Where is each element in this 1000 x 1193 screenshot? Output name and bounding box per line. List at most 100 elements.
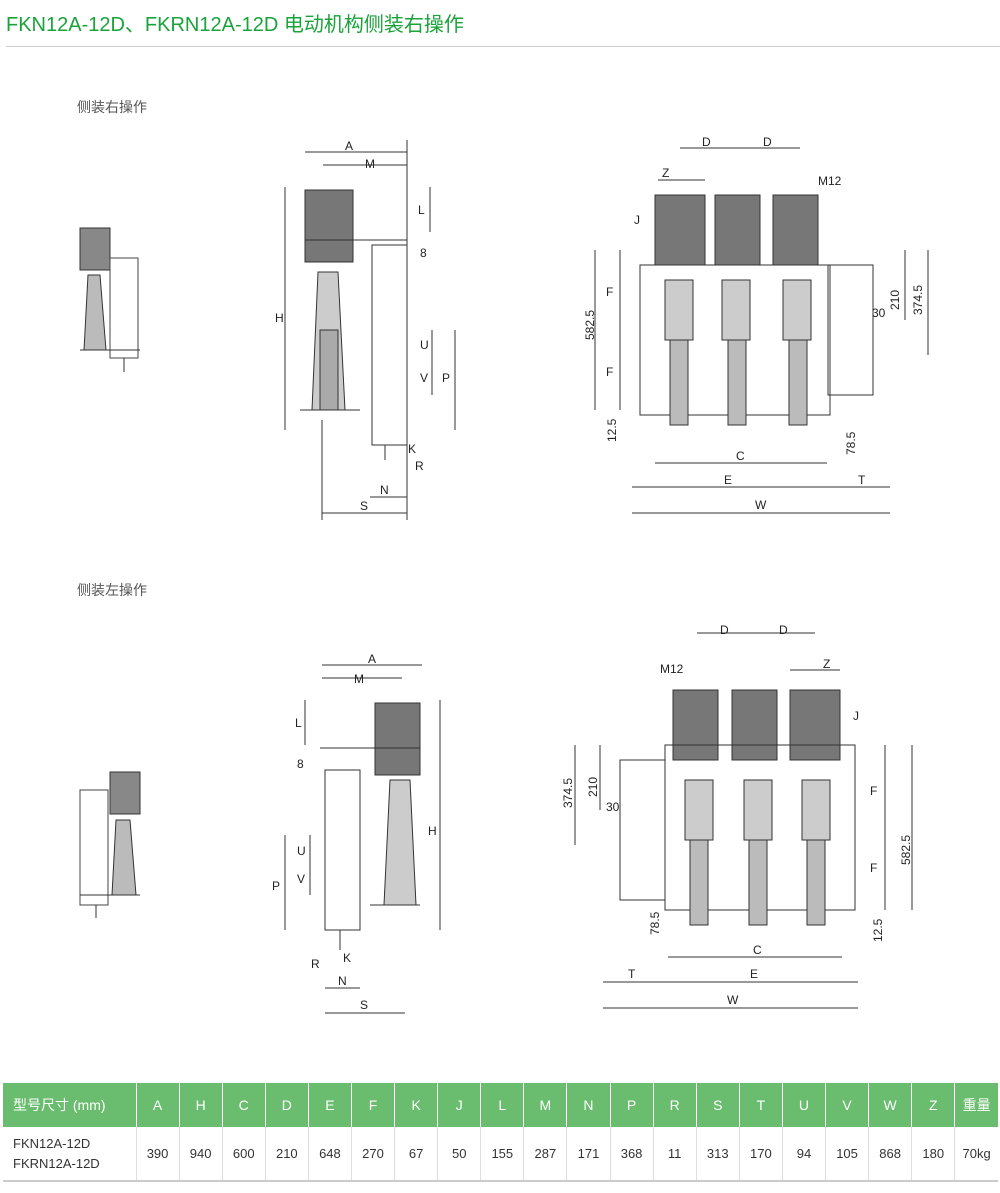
model-name: FKN12A-12D <box>13 1135 91 1151</box>
dim-J: J <box>634 213 640 227</box>
dim-F: F <box>870 861 877 875</box>
table-cell: 868 <box>868 1127 913 1182</box>
model-cell: FKN12A-12D FKRN12A-12D <box>3 1127 137 1182</box>
dim-N: N <box>338 974 347 988</box>
dimension-labels-front-right: D D Z M12 J F F 582.5 12.5 210 374.5 30 … <box>583 135 925 512</box>
dim-K: K <box>343 951 351 965</box>
dim-D: D <box>763 135 772 149</box>
dim-C: C <box>753 943 762 957</box>
dim-210: 210 <box>888 290 902 310</box>
dim-78-5: 78.5 <box>844 431 858 455</box>
table-cell: 390 <box>136 1127 180 1182</box>
table-cell: 171 <box>566 1127 611 1182</box>
model-name: FKRN12A-12D <box>13 1155 100 1171</box>
table-cell: 155 <box>480 1127 525 1182</box>
dim-A: A <box>345 139 353 153</box>
table-cell: 180 <box>911 1127 956 1182</box>
table-cell: 50 <box>437 1127 482 1182</box>
dim-12-5: 12.5 <box>871 918 885 942</box>
dimension-labels-side-left: A M L 8 H U V P K R N S <box>272 652 437 1012</box>
dim-582-5: 582.5 <box>899 835 913 865</box>
dim-374-5: 374.5 <box>911 285 925 315</box>
dim-8: 8 <box>297 757 304 771</box>
table-cell: 287 <box>523 1127 568 1182</box>
dim-K: K <box>408 442 416 456</box>
dim-W: W <box>727 993 739 1007</box>
column-header: 重量 <box>954 1083 998 1127</box>
dim-H: H <box>275 311 284 325</box>
dim-L: L <box>295 716 302 730</box>
dim-H: H <box>428 824 437 838</box>
thumbnail-right-operation <box>79 227 140 372</box>
dim-Z: Z <box>823 657 830 671</box>
column-header: R <box>653 1083 697 1127</box>
dim-T: T <box>628 967 636 981</box>
dim-P: P <box>272 879 280 893</box>
dim-78-5: 78.5 <box>648 911 662 935</box>
dim-J: J <box>853 709 859 723</box>
table-cell: 648 <box>308 1127 352 1182</box>
table-cell: 11 <box>653 1127 697 1182</box>
table-cell: 270 <box>351 1127 396 1182</box>
dim-D: D <box>720 623 729 637</box>
dim-D: D <box>779 623 788 637</box>
dim-M12: M12 <box>660 662 684 676</box>
column-header: 型号尺寸 (mm) <box>3 1083 137 1127</box>
dim-R: R <box>311 957 320 971</box>
dim-E: E <box>724 473 732 487</box>
section-right-operation: 侧装右操作 <box>77 99 147 115</box>
dim-F: F <box>606 285 613 299</box>
table-cell: 313 <box>696 1127 740 1182</box>
dim-Z: Z <box>662 166 669 180</box>
section-left-operation: 侧装左操作 <box>77 582 147 598</box>
column-header: V <box>825 1083 870 1127</box>
column-header: L <box>480 1083 525 1127</box>
dim-M: M <box>365 157 375 171</box>
dimension-labels-front-left: D D Z M12 J F F 582.5 12.5 210 374.5 30 … <box>561 623 913 1007</box>
side-view-left <box>284 664 441 1014</box>
column-header: M <box>523 1083 568 1127</box>
dim-D: D <box>702 135 711 149</box>
dim-30: 30 <box>606 800 620 814</box>
technical-drawings: A M L 8 H U V P K R N S D D Z M12 J F F … <box>79 135 929 1014</box>
table-cell: 368 <box>610 1127 654 1182</box>
title-divider <box>6 46 1000 47</box>
dim-582-5: 582.5 <box>583 310 597 340</box>
table-cell: 210 <box>265 1127 309 1182</box>
column-header: K <box>394 1083 439 1127</box>
table-cell: 170 <box>739 1127 783 1182</box>
table-cell: 940 <box>179 1127 223 1182</box>
column-header: A <box>136 1083 180 1127</box>
dim-W: W <box>755 498 767 512</box>
table-cell: 70kg <box>954 1127 998 1182</box>
dim-E: E <box>750 967 758 981</box>
dim-P: P <box>442 371 450 385</box>
column-header: U <box>782 1083 827 1127</box>
dim-U: U <box>297 844 306 858</box>
dim-374-5: 374.5 <box>561 778 575 808</box>
column-header: J <box>437 1083 482 1127</box>
dim-S: S <box>360 499 368 513</box>
dim-M: M <box>354 672 364 686</box>
dim-U: U <box>420 338 429 352</box>
column-header: N <box>566 1083 611 1127</box>
dim-C: C <box>736 449 745 463</box>
thumbnail-left-operation <box>79 771 141 918</box>
dim-30: 30 <box>872 306 886 320</box>
column-header: F <box>351 1083 396 1127</box>
dim-V: V <box>297 872 305 886</box>
column-header: D <box>265 1083 309 1127</box>
dim-M12: M12 <box>818 174 842 188</box>
column-header: C <box>222 1083 266 1127</box>
dim-12-5: 12.5 <box>605 418 619 442</box>
front-view-left <box>574 632 913 1009</box>
dimension-labels-side-right: A M L 8 H U V P K R N S <box>275 139 450 513</box>
dim-L: L <box>418 203 425 217</box>
dim-A: A <box>368 652 376 666</box>
column-header: E <box>308 1083 352 1127</box>
column-header: Z <box>911 1083 956 1127</box>
dim-F: F <box>606 365 613 379</box>
table-cell: 105 <box>825 1127 870 1182</box>
